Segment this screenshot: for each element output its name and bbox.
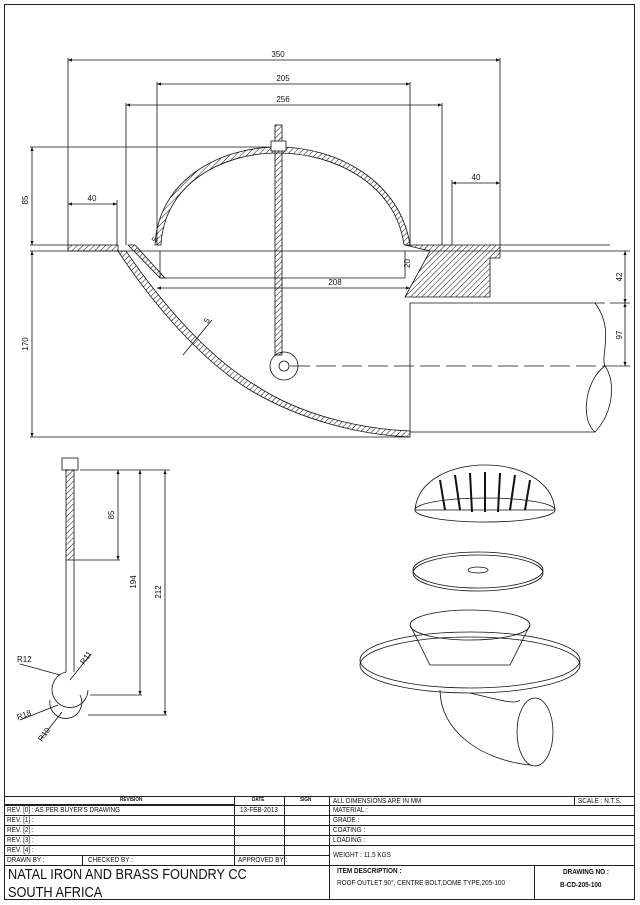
dim-208: 208 (328, 278, 342, 287)
revision-row: REV. [2] : (7, 825, 34, 834)
item-description-label: ITEM DESCRIPTION : (337, 866, 402, 875)
company-country: SOUTH AFRICA (8, 884, 103, 901)
sign-header: SIGN (300, 797, 312, 803)
loading-label: LOADING : (333, 835, 366, 844)
dim-40-left: 40 (88, 194, 97, 203)
date-header: DATE (252, 797, 265, 803)
isometric-view (359, 464, 581, 767)
revision-header: REVISION (120, 797, 143, 803)
approved-by-label: APPROVED BY : (238, 855, 288, 864)
radius-r18: R18 (16, 708, 33, 722)
right-flange (404, 244, 501, 298)
left-flange (67, 244, 119, 252)
bolt-dim-212: 212 (154, 585, 163, 599)
drawn-by-label: DRAWN BY : (7, 855, 45, 864)
radius-r10: R10 (36, 726, 52, 744)
dim-40-right: 40 (472, 173, 481, 182)
dim-256: 256 (276, 95, 290, 104)
dim-42: 42 (615, 272, 624, 281)
centre-bolt (274, 124, 283, 356)
revision-row: REV. [3] : (7, 835, 34, 844)
dim-5-wall: 5 (202, 316, 212, 325)
item-description: ROOF OUTLET 90°, CENTRE BOLT,DOME TYPE,2… (337, 878, 505, 887)
revision-row: REV. [4] : (7, 845, 34, 854)
dim-170: 170 (21, 337, 30, 351)
outlet-body-wall (117, 250, 411, 438)
revision-date: 13-FEB-2013 (240, 805, 278, 814)
dim-205: 205 (276, 74, 290, 83)
bolt-detail (19, 457, 170, 741)
dome-grating (154, 146, 411, 246)
dim-85: 85 (21, 195, 30, 204)
checked-by-label: CHECKED BY : (88, 855, 133, 864)
bolt-dim-85: 85 (107, 510, 116, 519)
revision-row: REV. [0] : AS PER BUYER'S DRAWING (7, 805, 121, 814)
radius-r12: R12 (17, 655, 32, 664)
drawing-number: B-CD-205-100 (560, 880, 602, 889)
outlet-pipe (409, 302, 605, 433)
dim-5-top: 5 (150, 235, 160, 244)
dim-97: 97 (615, 330, 624, 339)
revision-row: REV. [1] : (7, 815, 34, 824)
weight-label: WEIGHT : 11.5 KGS (333, 850, 391, 859)
coating-label: COATING : (333, 825, 366, 834)
bolt-dim-194: 194 (129, 575, 138, 589)
dimension-lines (30, 58, 630, 438)
company-name: NATAL IRON AND BRASS FOUNDRY CC (8, 866, 247, 883)
material-label: MATERIAL : (333, 805, 368, 814)
scale-label: SCALE : N.T.S. (578, 796, 622, 805)
all-dimensions-note: ALL DIMENSIONS ARE IN MM (333, 796, 422, 805)
radius-r11: R11 (78, 649, 94, 666)
dim-20: 20 (403, 259, 412, 268)
grade-label: GRADE : (333, 815, 360, 824)
dim-350: 350 (271, 50, 285, 59)
drawing-no-label: DRAWING NO : (563, 867, 610, 876)
